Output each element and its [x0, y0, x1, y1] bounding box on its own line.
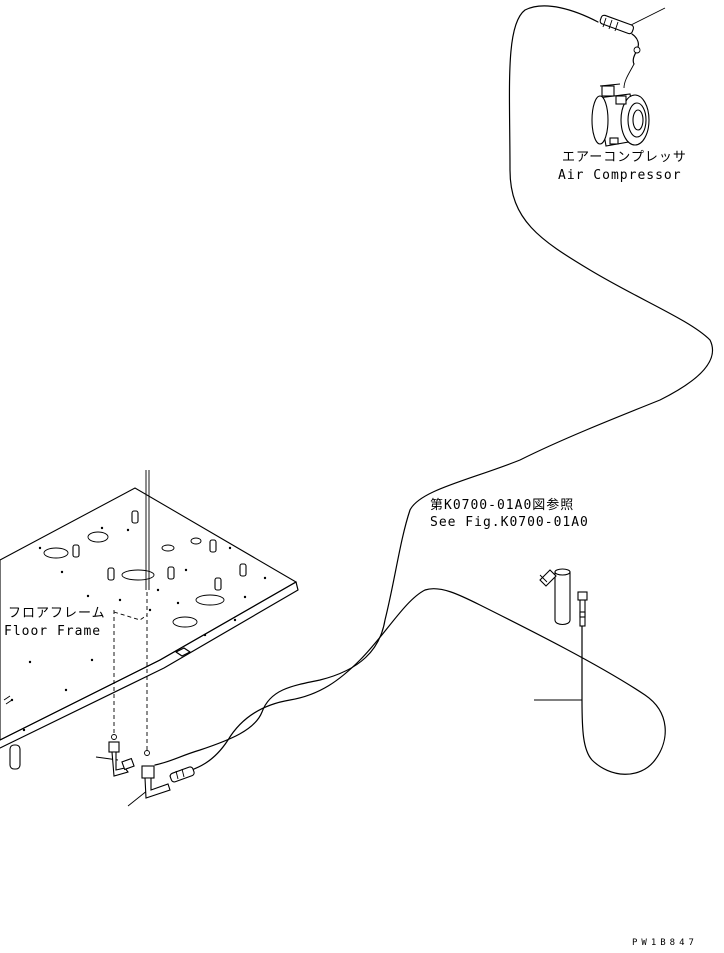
drawing-number: PW1B847	[632, 938, 698, 948]
see-figure-label-jp: 第K0700-01A0図参照	[430, 498, 575, 513]
air-compressor-label-jp: エアーコンプレッサ	[562, 150, 687, 165]
floor-frame-label-jp: フロアフレーム	[8, 606, 106, 621]
dryer-hose	[169, 588, 666, 777]
compressor-fitting	[599, 14, 641, 89]
alignment-dash-3	[113, 611, 148, 621]
see-figure-label-en: See Fig.K0700-01A0	[430, 515, 589, 530]
dryer-pipe	[577, 591, 588, 627]
compressor-hose	[154, 5, 714, 766]
air-compressor-label-en: Air Compressor	[558, 168, 682, 183]
hose-fitting-icon	[108, 734, 195, 799]
fitting-leader-2	[127, 789, 149, 807]
edge-mark	[3, 695, 13, 705]
receiver-dryer-icon	[539, 568, 571, 626]
floor-frame-plate	[0, 487, 299, 770]
air-compressor-icon	[591, 83, 650, 147]
floor-frame-label-en: Floor Frame	[4, 624, 102, 639]
